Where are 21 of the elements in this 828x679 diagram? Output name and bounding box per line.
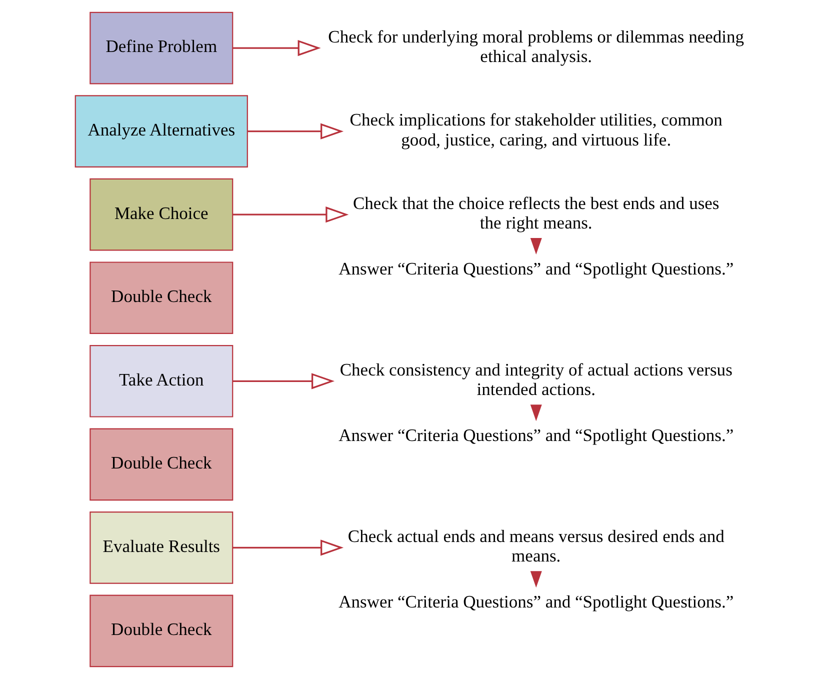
node-text: Check for underlying moral problems or dilemmas needing ethical analysis. [328,26,744,66]
node-box: Evaluate Results [89,512,233,584]
node-text: Check consistency and integrity of actual actions versus intended actions. [339,359,732,400]
node-box: Analyze Alternatives [74,95,248,168]
arrow [232,206,348,223]
node-text: Check actual ends and means versus desired ends and means. [347,526,724,566]
node-box: Make Choice [89,178,233,251]
node-text: Check that the choice reflects the best ends and uses the right means. [352,192,719,233]
arrow [232,540,344,556]
arrow [232,40,320,56]
arrow [232,373,334,390]
node-box: Define Problem [89,12,233,84]
node-box: Take Action [89,344,233,418]
node-box: Double Check [89,428,233,501]
node-box: Double Check [89,594,233,668]
node-text: Answer “Criteria Questions” and “Spotlight Questions.” [338,425,734,446]
node-box: Double Check [89,262,233,334]
node-text: Answer “Criteria Questions” and “Spotlight Questions.” [338,592,734,612]
arrow [247,123,344,140]
node-text: Answer “Criteria Questions” and “Spotlight Questions.” [338,258,734,279]
node-text: Check implications for stakeholder utilities, common good, justice, caring, and virtuous life. [349,110,722,150]
